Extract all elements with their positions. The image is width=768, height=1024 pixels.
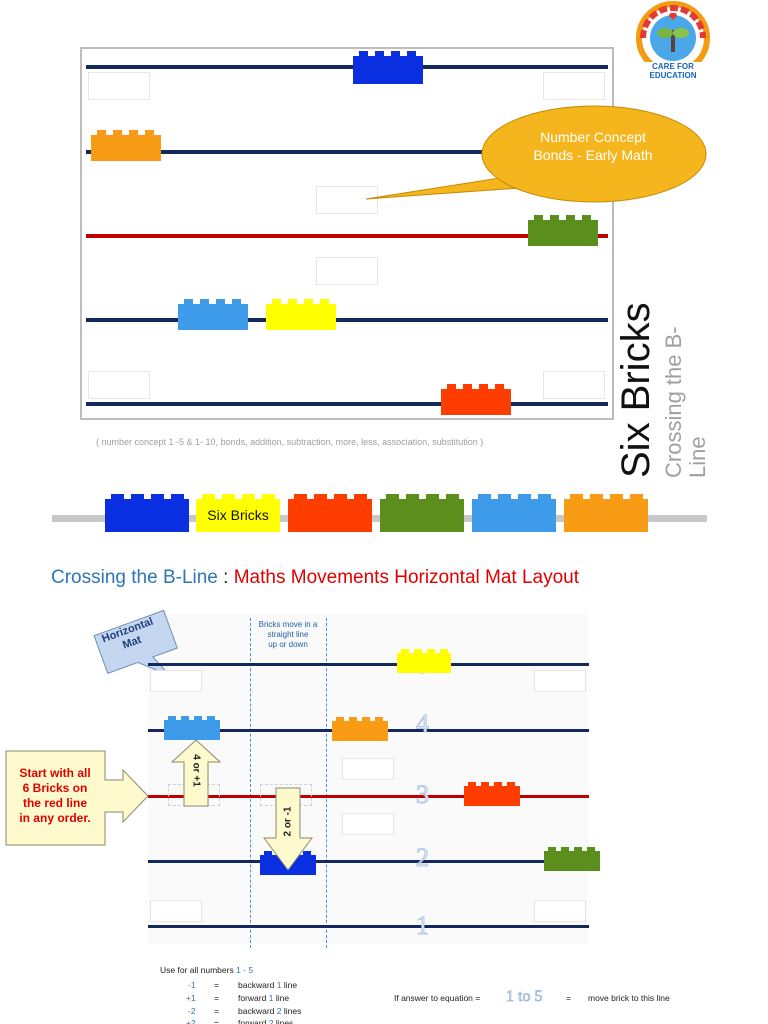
legend-row-desc: backward 2 lines: [238, 1006, 302, 1016]
speech-bubble: [365, 105, 707, 203]
bmat-placeholder: [342, 813, 394, 835]
legend-row: -1: [188, 980, 196, 990]
brick-lightblue[interactable]: [178, 299, 248, 330]
care-for-education-logo: CARE FOR EDUCATION: [634, 0, 712, 88]
bmat-brick-red[interactable]: [464, 782, 520, 806]
bmat-brick-green[interactable]: [544, 847, 600, 871]
mat-placeholder: [88, 72, 150, 100]
strip-brick-blue: [105, 494, 189, 532]
line-number-3: 3: [416, 780, 430, 810]
arrow-down-icon: [263, 787, 313, 871]
line-number-4: 4: [416, 709, 430, 739]
legend-row-eq: =: [214, 1006, 219, 1016]
arrow-up-icon: [170, 739, 222, 807]
brick-orange[interactable]: [91, 130, 161, 161]
vertical-title: Six Bricks Crossing the B- Line: [612, 302, 768, 478]
mat-placeholder: [88, 371, 150, 399]
legend-row-desc: forward 2 lines: [238, 1018, 294, 1024]
footnote: ( number concept 1 -5 & 1- 10, bonds, ad…: [96, 437, 484, 447]
bmat-line-red: [148, 795, 589, 798]
strip-brick-lightblue: [472, 494, 556, 532]
mat-line-5: [86, 402, 608, 406]
strip-bar: [52, 515, 707, 522]
legend-row-eq: =: [214, 1018, 219, 1024]
strip-brick-yellow: Six Bricks: [196, 494, 280, 532]
line-number-1: 1: [416, 911, 430, 941]
brick-green[interactable]: [528, 215, 598, 246]
brick-red[interactable]: [441, 384, 511, 415]
start-note-text: Start with all 6 Bricks on the red line …: [19, 766, 91, 825]
guide-left: [250, 618, 251, 948]
equation-hint-suffix: move brick to this line: [588, 993, 670, 1003]
bmat-placeholder: [534, 670, 586, 692]
guide-right: [326, 618, 327, 948]
legend-title: Use for all numbers 1 - 5: [160, 965, 254, 975]
line-number-2: 2: [416, 843, 430, 873]
mat-placeholder: [316, 186, 378, 214]
strip-brick-orange: [564, 494, 648, 532]
mat-placeholder: [543, 371, 605, 399]
mat-placeholder: [316, 257, 378, 285]
title-crossing: Crossing the B- Line: [661, 326, 710, 478]
bmat-placeholder: [534, 900, 586, 922]
mat-placeholder: [543, 72, 605, 100]
bmat-line-2: [148, 860, 589, 863]
strip-label: Six Bricks: [207, 507, 269, 523]
horizontal-mat-callout: [93, 609, 178, 677]
equation-hint-prefix: If answer to equation =: [394, 993, 481, 1003]
arrow-down-label: 2 or -1: [282, 806, 294, 837]
bmat-brick-lightblue[interactable]: [164, 716, 220, 740]
brick-yellow[interactable]: [266, 299, 336, 330]
bmat-placeholder: [342, 758, 394, 780]
bmat-placeholder: [150, 670, 202, 692]
mat-line-2: [86, 150, 516, 154]
bricks-move-note: Bricks move in a straight line up or dow…: [258, 620, 318, 649]
strip-brick-green: [380, 494, 464, 532]
legend-row: +1: [186, 993, 196, 1003]
brick-blue[interactable]: [353, 51, 423, 84]
bmat-placeholder: [150, 900, 202, 922]
section-heading: Crossing the B-Line : Maths Movements Ho…: [51, 567, 580, 588]
title-six-bricks: Six Bricks: [614, 302, 658, 478]
start-note-callout: [5, 750, 149, 846]
equation-hint-eq: =: [566, 993, 571, 1003]
equation-hint-range: 1 to 5: [506, 988, 543, 1006]
legend-row-desc: forward 1 line: [238, 993, 290, 1003]
mat-line-4: [86, 318, 608, 322]
mat-line-1: [86, 65, 608, 69]
legend-row: +2: [186, 1018, 196, 1024]
strip-brick-red: [288, 494, 372, 532]
bubble-text: Number Concept Bonds - Early Math: [533, 129, 653, 163]
bmat-brick-yellow[interactable]: [397, 649, 451, 673]
mat-line-red: [86, 234, 608, 238]
legend-row: -2: [188, 1006, 196, 1016]
bmat-line-1: [148, 925, 589, 928]
legend-row-eq: =: [214, 980, 219, 990]
bmat-brick-orange[interactable]: [332, 717, 388, 741]
arrow-up-label: 4 or +1: [190, 754, 202, 787]
logo-text: CARE FOR EDUCATION: [649, 62, 697, 80]
bmat-line-5: [148, 663, 589, 666]
legend-row-eq: =: [214, 993, 219, 1003]
logo-icon: [636, 1, 710, 75]
top-mat: [80, 47, 614, 420]
legend-row-desc: backward 1 line: [238, 980, 298, 990]
